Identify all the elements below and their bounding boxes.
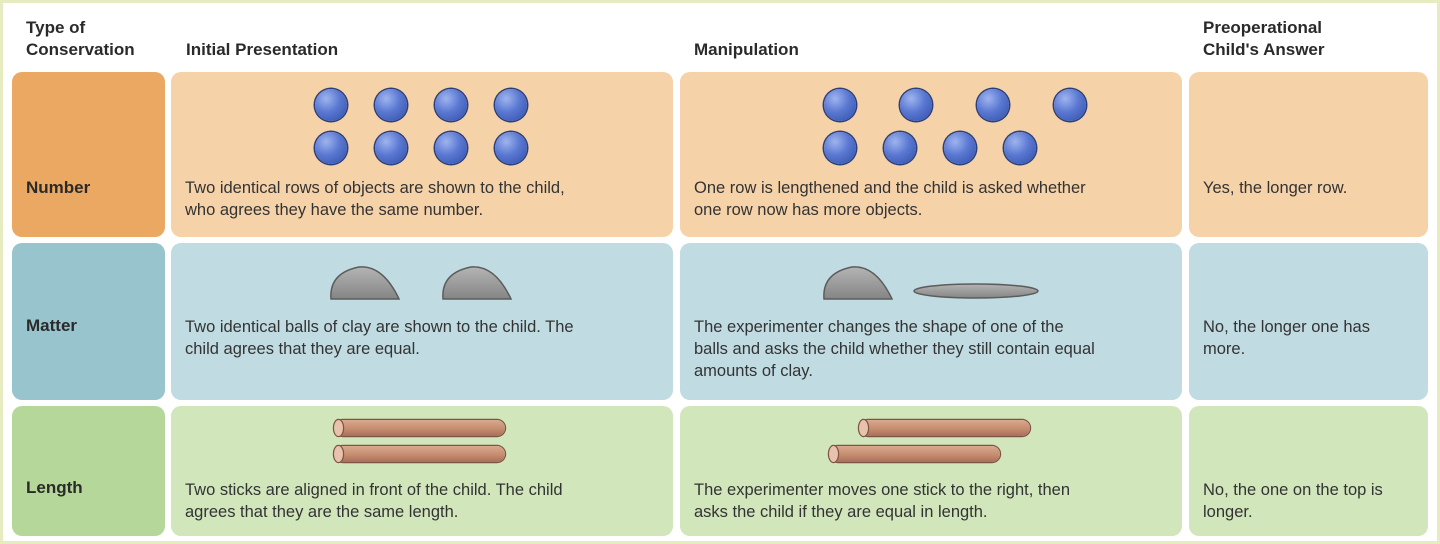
manipulation-description: The experimenter moves one stick to the … [694, 481, 1071, 521]
row-label: Matter [26, 316, 78, 335]
ball-icon [435, 132, 467, 164]
matter-label-cell: Matter [12, 243, 165, 400]
ball-icon [884, 132, 916, 164]
initial-description: Two identical balls of clay are shown to… [185, 318, 574, 358]
number-label-cell: Number [12, 72, 165, 237]
length-manipulation-cell: The experimenter moves one stick to the … [680, 406, 1182, 536]
header-child-answer: Preoperational Child's Answer [1203, 18, 1325, 59]
number-initial-cell: Two identical rows of objects are shown … [171, 72, 673, 237]
header-type-of-conservation: Type of Conservation [26, 18, 135, 59]
header-initial-presentation: Initial Presentation [186, 40, 339, 59]
ball-icon [315, 132, 347, 164]
number-answer-cell: Yes, the longer row. [1189, 72, 1428, 237]
ball-icon [315, 89, 347, 121]
answer-text: Yes, the longer row. [1203, 179, 1348, 197]
stick-icon [334, 446, 505, 462]
matter-initial-cell: Two identical balls of clay are shown to… [171, 243, 673, 400]
row-label: Number [26, 178, 91, 197]
ball-icon [1054, 89, 1086, 121]
number-manipulation-cell: One row is lengthened and the child is a… [680, 72, 1182, 237]
stick-icon [334, 420, 505, 436]
manipulation-description: One row is lengthened and the child is a… [694, 179, 1086, 219]
ball-icon [900, 89, 932, 121]
ball-icon [375, 132, 407, 164]
header-manipulation: Manipulation [694, 40, 799, 59]
ball-icon [824, 89, 856, 121]
ball-icon [977, 89, 1009, 121]
clay-balls-icon [330, 266, 513, 300]
stick-icon [859, 420, 1030, 436]
ball-icon [824, 132, 856, 164]
ball-icon [495, 132, 527, 164]
ball-icon [944, 132, 976, 164]
stick-icon [829, 446, 1000, 462]
length-initial-cell: Two sticks are aligned in front of the c… [171, 406, 673, 536]
ball-icon [1004, 132, 1036, 164]
length-label-cell: Length [12, 406, 165, 536]
ball-icon [375, 89, 407, 121]
clay-shapes-icon [823, 266, 1039, 300]
matter-manipulation-cell: The experimenter changes the shape of on… [680, 243, 1182, 400]
ball-icon [495, 89, 527, 121]
ball-icon [435, 89, 467, 121]
initial-description: Two identical rows of objects are shown … [185, 179, 565, 219]
initial-description: Two sticks are aligned in front of the c… [185, 481, 563, 521]
manipulation-description: The experimenter changes the shape of on… [694, 318, 1095, 380]
row-label: Length [26, 478, 83, 497]
